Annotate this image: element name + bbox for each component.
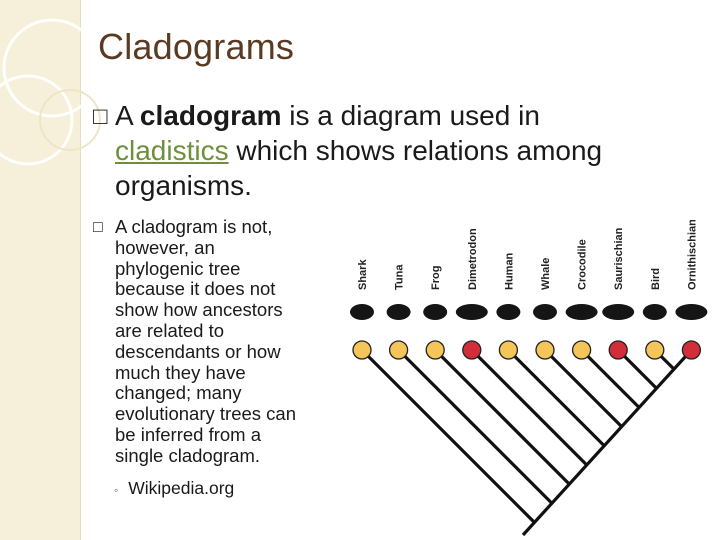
silhouette-icon-tuna xyxy=(386,304,411,320)
taxon-label: Shark xyxy=(357,259,369,290)
note-line: because it does not xyxy=(115,278,276,300)
taxon-label: Human xyxy=(503,252,515,290)
node-shark xyxy=(352,340,372,360)
taxon-label: Saurischian xyxy=(613,227,625,290)
bullet-note: □ A cladogram is not, however, an phylog… xyxy=(93,216,333,467)
slide-title: Cladograms xyxy=(98,26,295,67)
note-line: evolutionary trees can xyxy=(115,403,296,425)
sub-bullet-icon: ◦ xyxy=(114,483,119,497)
note-line: show how ancestors xyxy=(115,299,283,321)
bullet-line3: organisms. xyxy=(115,170,252,201)
cladogram-branch xyxy=(507,348,606,447)
silhouette-icon-saurischian xyxy=(602,304,635,320)
taxon-label: Bird xyxy=(650,268,662,290)
note-line: single cladogram. xyxy=(115,444,260,466)
bullet-definition: □ A cladogram is a diagram used in cladi… xyxy=(93,98,693,203)
silhouette-icon-human xyxy=(496,304,521,320)
note-line: however, an xyxy=(115,236,215,258)
node-saurischian xyxy=(608,340,628,360)
bullet-rest: which shows relations among xyxy=(228,135,603,166)
note-line: much they have xyxy=(115,361,246,383)
taxon-label: Frog xyxy=(430,266,442,290)
link-cladistics[interactable]: cladistics xyxy=(115,135,229,166)
node-bird xyxy=(645,340,665,360)
cladogram-branch xyxy=(543,348,623,428)
bullet-middle: is a diagram used in xyxy=(281,100,540,131)
silhouette-icon-dimetrodon xyxy=(455,304,488,320)
node-crocodile xyxy=(571,340,592,360)
taxon-label: Whale xyxy=(540,258,552,290)
silhouette-icon-crocodile xyxy=(565,304,598,320)
silhouette-icon-shark xyxy=(350,304,374,320)
silhouette-icon-ornithischian xyxy=(675,304,708,320)
bullet-prefix: A xyxy=(115,100,140,131)
silhouette-icon-bird xyxy=(642,304,667,320)
silhouette-icon-whale xyxy=(533,304,557,320)
node-dimetrodon xyxy=(462,340,482,360)
source-citation: ◦ Wikipedia.org xyxy=(114,478,234,499)
node-human xyxy=(498,340,519,360)
node-ornithischian xyxy=(681,340,702,360)
note-line: descendants or how xyxy=(115,340,281,362)
note-line: phylogenic tree xyxy=(115,257,241,279)
note-line: be inferred from a xyxy=(115,423,262,445)
cladogram-branch xyxy=(360,348,536,524)
cladogram-branch xyxy=(580,348,641,409)
note-line: are related to xyxy=(115,319,225,341)
cladogram-branch xyxy=(397,348,554,505)
node-whale xyxy=(535,340,555,360)
sidebar-divider xyxy=(80,0,81,540)
cladogram-branch xyxy=(470,348,588,467)
cladogram-spine xyxy=(521,348,693,537)
taxon-label: Crocodile xyxy=(577,239,589,290)
source-text: Wikipedia.org xyxy=(128,478,235,498)
taxon-label: Dimetrodon xyxy=(467,228,479,290)
cladogram-figure: Shark Tuna Frog Dimetrodon Human Whale Crocodi… xyxy=(350,220,708,537)
decorative-circles xyxy=(0,18,102,166)
note-line: changed; many xyxy=(115,382,242,404)
cladogram-branch xyxy=(434,348,571,486)
term-cladogram: cladogram xyxy=(139,100,282,131)
silhouette-icon-frog xyxy=(423,304,448,320)
bullet-box-icon: □ xyxy=(93,219,103,236)
bullet-box-icon: □ xyxy=(93,103,108,130)
note-line: A cladogram is not, xyxy=(115,216,273,237)
node-frog xyxy=(425,340,445,360)
node-tuna xyxy=(388,340,409,360)
taxon-label: Tuna xyxy=(394,264,406,290)
taxon-label: Ornithischian xyxy=(686,220,698,290)
